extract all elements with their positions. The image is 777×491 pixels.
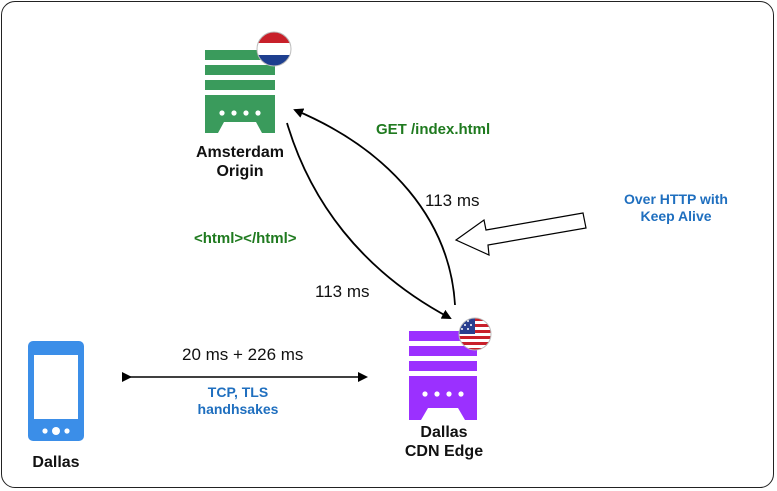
netherlands-flag-icon [256, 31, 292, 67]
keep-alive-callout-arrow [454, 212, 587, 256]
origin-server-icon [205, 50, 275, 133]
keep-alive-callout-line2: Keep Alive [640, 207, 712, 224]
client-link-latency: 20 ms + 226 ms [182, 345, 304, 364]
edge-label-line1: Dallas [420, 424, 468, 441]
request-latency: 113 ms [425, 191, 480, 210]
response-label: <html></html> [194, 230, 297, 247]
keep-alive-callout: Over HTTP with Keep Alive [606, 191, 746, 225]
client-link-note-line2: handhsakes [197, 400, 279, 417]
client-link-note: TCP, TLS handhsakes [178, 384, 298, 418]
request-arrow [293, 108, 456, 306]
origin-label-line1: Amsterdam [195, 144, 285, 161]
phone-icon [28, 341, 84, 441]
request-label: GET /index.html [376, 121, 491, 138]
edge-label: Dallas CDN Edge [393, 423, 495, 461]
client-label: Dallas [32, 454, 80, 471]
response-latency: 113 ms [315, 282, 370, 301]
origin-label-line2: Origin [216, 163, 264, 181]
edge-server-icon [409, 331, 477, 420]
origin-label: Amsterdam Origin [189, 143, 291, 181]
response-arrow [286, 122, 452, 319]
keep-alive-callout-line1: Over HTTP with [624, 191, 728, 207]
edge-label-line2: CDN Edge [404, 443, 484, 461]
client-link-note-line1: TCP, TLS [207, 384, 269, 400]
